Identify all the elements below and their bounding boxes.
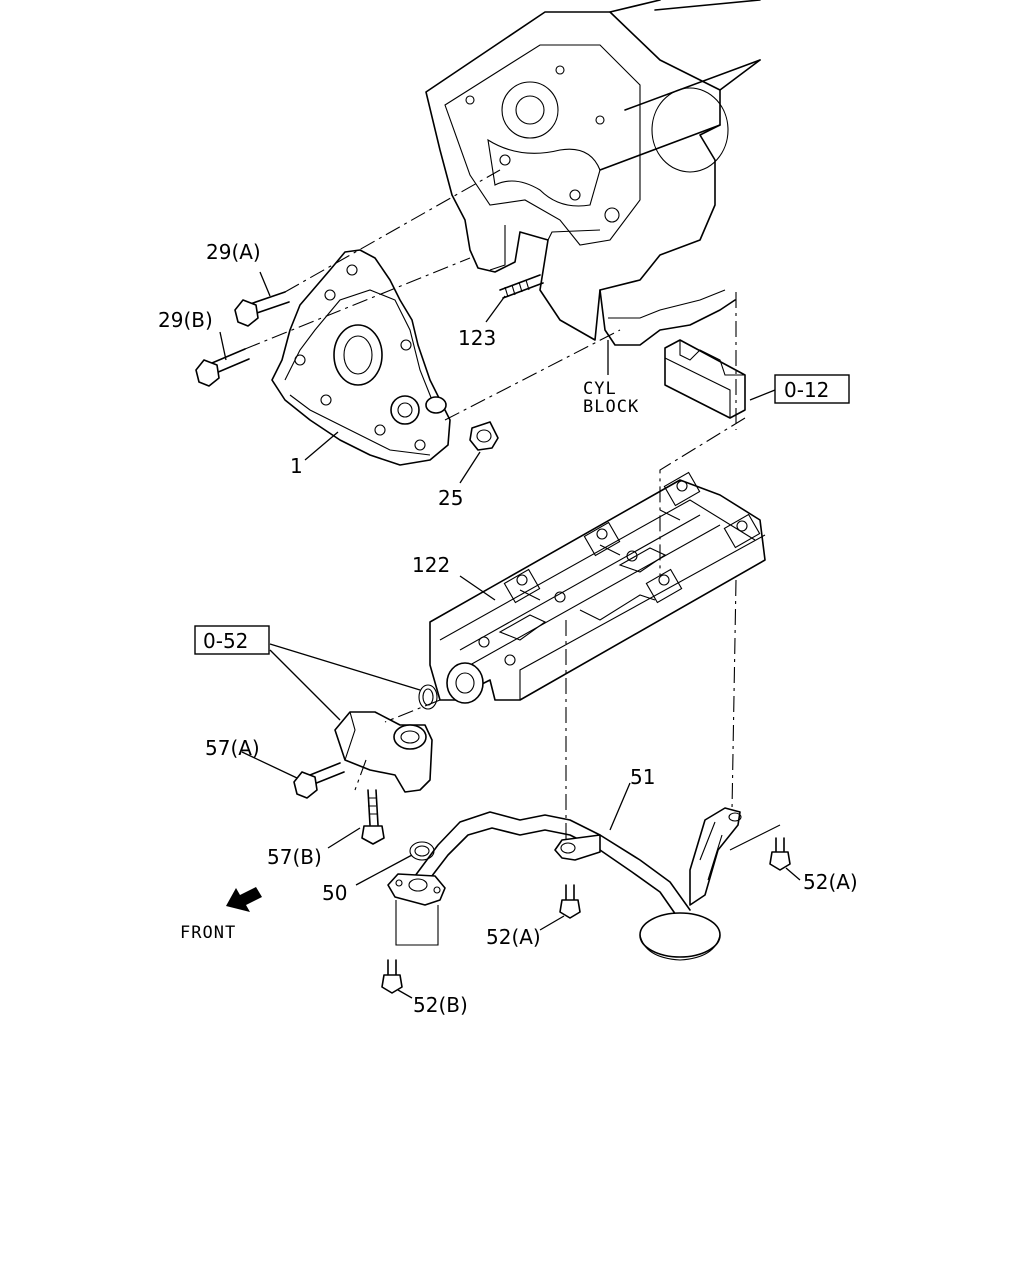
label-1: 1 <box>290 454 303 478</box>
bolt-52a-right-drawing <box>769 837 791 871</box>
bolt-57b-drawing <box>361 789 385 845</box>
label-50: 50 <box>322 881 347 905</box>
oil-pump-drawing <box>271 249 451 466</box>
label-ref-0-52: 0-52 <box>203 629 248 653</box>
o-ring-drawing <box>418 684 438 710</box>
bearing-cap-drawing <box>664 339 746 419</box>
stud-123-drawing <box>499 274 544 299</box>
label-cyl: CYL <box>583 379 617 399</box>
label-57a: 57(A) <box>205 736 260 760</box>
ref-box-0-12 <box>774 374 850 404</box>
label-57b: 57(B) <box>267 845 322 869</box>
label-25: 25 <box>438 486 463 510</box>
label-29b: 29(B) <box>158 308 213 332</box>
arrow-down-left-icon <box>226 887 262 912</box>
oil-strainer-drawing <box>411 807 742 961</box>
label-52b: 52(B) <box>413 993 468 1017</box>
label-122: 122 <box>412 553 450 577</box>
assembly-center-lines <box>244 169 781 946</box>
label-ref-0-12: 0-12 <box>784 378 829 402</box>
ref-box-0-52 <box>194 625 270 655</box>
label-123: 123 <box>458 326 496 350</box>
main-bearing-beam-drawing <box>429 471 766 704</box>
label-29a: 29(A) <box>206 240 261 264</box>
bolt-52b-drawing <box>381 959 403 994</box>
label-52a-mid: 52(A) <box>486 925 541 949</box>
bolt-29a-drawing <box>234 291 290 327</box>
label-front: FRONT <box>180 923 236 943</box>
gasket-50-drawing <box>387 841 446 906</box>
pipe-elbow-drawing <box>334 711 433 793</box>
label-51: 51 <box>630 765 655 789</box>
plug-25-drawing <box>469 421 499 451</box>
label-block: BLOCK <box>583 397 639 417</box>
bolt-57a-drawing <box>293 762 345 799</box>
bolt-52a-mid-drawing <box>559 884 581 919</box>
label-52a-right: 52(A) <box>803 870 858 894</box>
leader-lines <box>219 271 801 999</box>
cylinder-block-drawing <box>425 0 761 346</box>
bolt-29b-drawing <box>195 348 250 387</box>
